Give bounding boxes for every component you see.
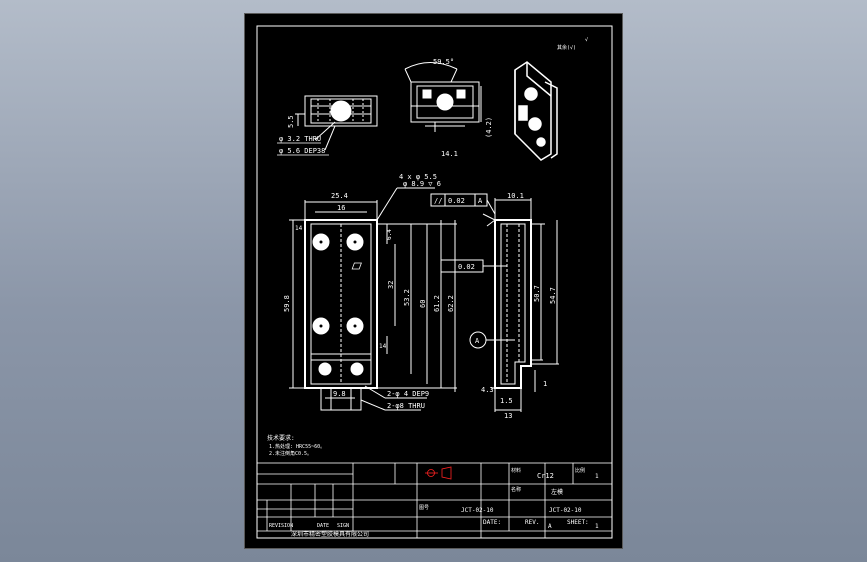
tb-material-label: 材料 — [511, 467, 521, 474]
tb-part-no-value: JCT-02-10 — [461, 507, 494, 514]
tb-scale-label: 比例 — [575, 467, 585, 474]
tb-date-col: DATE — [317, 523, 329, 529]
corner-note-2: 其余(√) — [557, 44, 576, 51]
dim-1: 1 — [543, 380, 547, 388]
datum-circle-label: A — [475, 337, 480, 345]
tb-date-label: DATE: — [483, 519, 501, 526]
dim-left-14: 14 — [295, 225, 303, 232]
flatness-value: 0.02 — [458, 263, 475, 271]
drawing-sheet: √ 其余(√) 5.5 φ 3.2 THRU φ 5.6 DEP38 59.5 — [244, 13, 623, 549]
dim-16: 16 — [337, 204, 345, 212]
dim-54-7: 54.7 — [549, 287, 557, 304]
tb-drawing-no-value: JCT-02-10 — [549, 507, 582, 514]
parallelism-value: 0.02 — [448, 197, 465, 205]
datum-label: A — [478, 197, 483, 205]
dim-53-2: 53.2 — [403, 289, 411, 306]
tb-scale-value: 1 — [595, 473, 599, 480]
tb-sheet-value: 1 — [595, 523, 599, 530]
cad-drawing: √ 其余(√) 5.5 φ 3.2 THRU φ 5.6 DEP38 59.5 — [256, 25, 613, 539]
isometric-view — [514, 61, 558, 161]
tb-material-value: Cr12 — [537, 472, 554, 480]
side-view — [430, 193, 559, 412]
tb-sheet-label: SHEET: — [567, 519, 589, 526]
dim-60: 60 — [419, 300, 427, 308]
hole-note-top-1: φ 3.2 THRU — [279, 135, 321, 143]
dim-50-7: 50.7 — [533, 285, 541, 302]
corner-note-1: √ — [585, 37, 588, 43]
dim-62-2: 62.2 — [447, 295, 455, 312]
dim-13: 13 — [504, 412, 512, 420]
tb-rev-label: REV. — [525, 519, 539, 526]
tb-revision-label: REVISION — [269, 523, 293, 529]
tb-sign-col: SIGN — [337, 523, 349, 529]
dim-59-8: 59.8 — [283, 295, 291, 312]
dim-6-4: 6.4 — [386, 229, 393, 240]
dim-4-2: (4.2) — [485, 117, 493, 138]
tb-part-name-label: 名称 — [511, 486, 521, 493]
hole-callout-1: 4 x φ 5.5 — [399, 173, 437, 181]
dim-32: 32 — [387, 281, 395, 289]
parallelism-symbol: // — [434, 197, 442, 205]
hole-callout-2: φ 8.9 ▽ 6 — [403, 180, 441, 188]
hole-note-bottom-1: 2-φ 4 DEP9 — [387, 390, 429, 398]
dim-10-1: 10.1 — [507, 192, 524, 200]
hole-note-bottom-2: 2-φ8 THRU — [387, 402, 425, 410]
title-block — [256, 462, 613, 539]
dim-61-2: 61.2 — [433, 295, 441, 312]
dim-9-8: 9.8 — [333, 390, 346, 398]
notes-line-2: 2.未注倒角C0.5。 — [269, 450, 312, 457]
tb-part-name-value: 左模 — [551, 488, 563, 496]
top-left-view — [295, 95, 378, 151]
front-view — [289, 187, 457, 411]
notes-title: 技术要求: — [267, 434, 295, 442]
inner-border — [256, 25, 613, 539]
dim-angle: 59.5° — [433, 58, 454, 66]
flatness-symbol — [351, 262, 362, 270]
dim-14-1: 14.1 — [441, 150, 458, 158]
tb-drawing-no-label: 图号 — [419, 505, 429, 511]
dim-5-5: 5.5 — [287, 115, 295, 128]
tb-company: 深圳市精密塑胶模具有限公司 — [291, 530, 369, 538]
tb-rev-value: A — [548, 523, 552, 530]
dim-1-5: 1.5 — [500, 397, 513, 405]
top-middle-view — [404, 62, 482, 132]
hole-note-top-2: φ 5.6 DEP38 — [279, 147, 325, 155]
dim-4-3: 4.3 — [481, 386, 494, 394]
dim-25-4: 25.4 — [331, 192, 348, 200]
notes-line-1: 1.热处理: HRC55~60。 — [269, 443, 325, 450]
dim-14: 14 — [379, 343, 387, 350]
